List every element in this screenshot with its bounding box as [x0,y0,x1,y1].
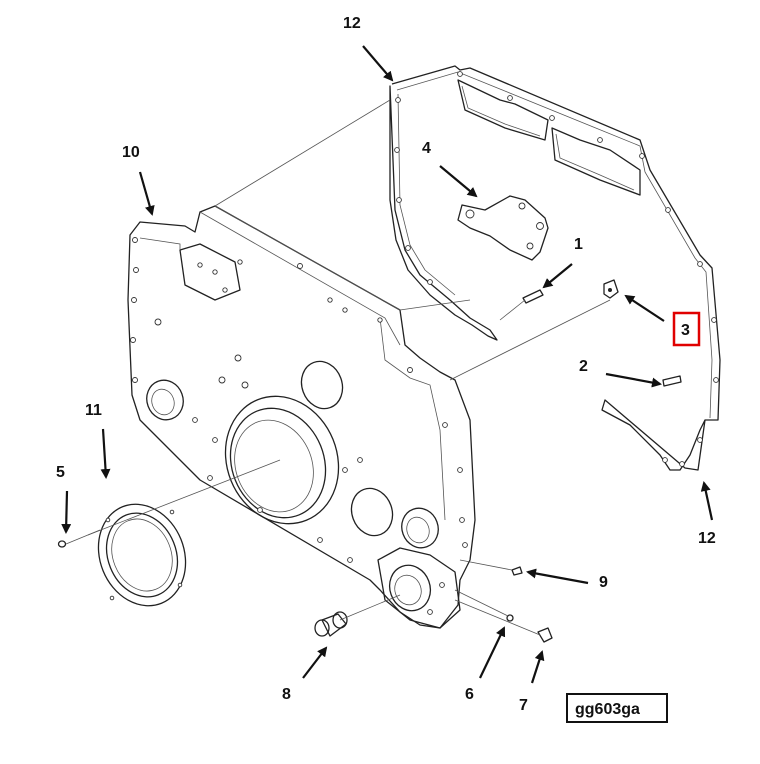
callout-12-top: 12 [343,15,361,32]
dowel-pin-1 [522,289,544,304]
flywheel-housing [127,205,476,629]
plug-7 [537,627,553,643]
callout-11: 11 [85,402,102,419]
bushing-8 [314,611,348,637]
callout-3: 3 [681,322,690,339]
callout-3-highlight-box [672,311,701,347]
housing-bolt-holes [130,237,468,615]
washer-6 [506,614,514,622]
figure-id-box: gg603ga [566,693,668,723]
mounting-plate [457,195,549,261]
figure-id: gg603ga [575,701,640,718]
callout-7: 7 [519,697,528,714]
callout-10: 10 [122,144,140,161]
callout-12-bottom: 12 [698,530,716,547]
main-seal-bore [224,395,340,525]
speed-sensor [603,279,619,299]
crankshaft-seal-ring [97,503,187,607]
bolt-9 [511,566,523,576]
accessory-port-left [146,379,184,421]
callout-labels: 12 4 10 1 3 2 11 5 12 9 8 6 7 [56,15,716,714]
callout-9: 9 [599,574,608,591]
accessory-port-right [401,507,439,549]
callout-2: 2 [579,358,588,375]
callout-5: 5 [56,464,65,481]
bolt-5 [57,540,67,548]
gasket-bolt-holes [394,71,719,467]
callout-4: 4 [422,140,431,157]
pto-mount [377,547,461,629]
alignment-lines [65,99,611,636]
callout-1: 1 [574,236,583,253]
dowel-pin-2 [662,375,682,387]
leader-arrows [61,45,714,684]
callout-6: 6 [465,686,474,703]
callout-8: 8 [282,686,291,703]
rear-cover-gasket [389,65,721,471]
